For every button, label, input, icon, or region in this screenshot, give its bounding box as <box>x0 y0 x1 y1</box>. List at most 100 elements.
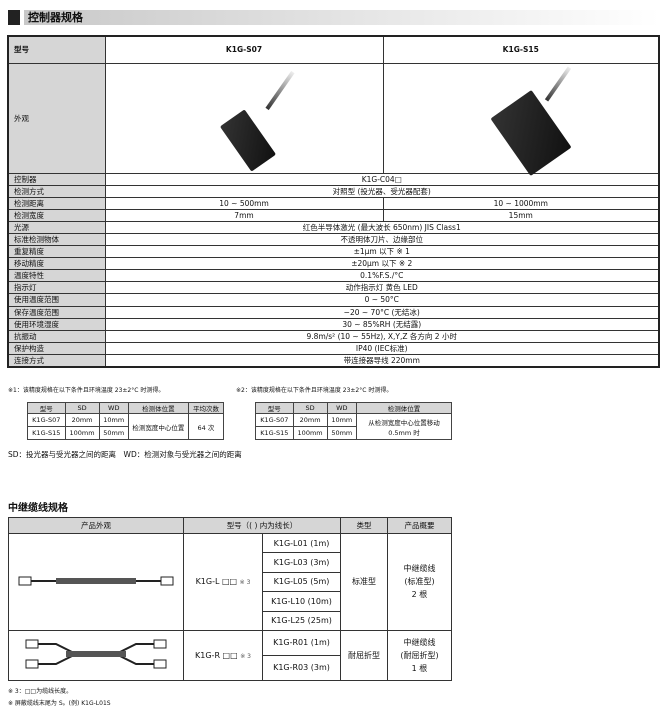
spec-row: 保存温度范围−20 ~ 70°C (无结冰) <box>7 305 660 319</box>
spec-value: 对照型 (投光器、受光器配套) <box>104 184 660 198</box>
spec-label: 使用温度范围 <box>7 293 106 307</box>
cable-base-model: K1G-L □□ ※ 3 <box>183 533 263 631</box>
spec-label: 检测方式 <box>7 184 106 198</box>
s07-image <box>104 62 384 174</box>
appearance-label: 外观 <box>7 62 106 174</box>
model-s07: K1G-S07 <box>104 35 384 64</box>
summary-line: (标准型) <box>404 577 435 587</box>
section-header-controller: 控制器规格 <box>8 10 660 25</box>
cell: 50mm <box>326 426 358 440</box>
spec-value: 0.1%F.S./°C <box>104 269 660 283</box>
sd-wd-definition: SD：投光器与受光器之间的距离 WD：检测对象与受光器之间的距离 <box>8 450 242 459</box>
cable-header-row: 产品外观 型号（( ) 内为线长） 类型 产品概要 <box>8 517 452 534</box>
cable-model: K1G-L25 (25m) <box>262 610 341 631</box>
note-1: ※1：该精度规格在以下条件且环境温度 23±2°C 时测得。 <box>8 387 165 394</box>
th: 型号 <box>255 402 294 414</box>
spec-label: 指示灯 <box>7 281 106 295</box>
spec-value-s15: 10 ~ 1000mm <box>382 196 660 210</box>
note-2: ※2：该精度规格在以下条件且环境温度 23±2°C 时测得。 <box>236 387 393 394</box>
spec-value-s07: 7mm <box>104 208 384 222</box>
spec-label: 检测距离 <box>7 196 106 210</box>
cable-model: K1G-L01 (1m) <box>262 532 341 554</box>
spec-label: 使用环境湿度 <box>7 317 106 331</box>
th-appearance: 产品外观 <box>8 517 184 534</box>
cable-row: K1G-L25 (25m) <box>9 610 452 631</box>
cell: K1G-S07 <box>255 413 294 427</box>
cable-model: K1G-L03 (3m) <box>262 552 341 573</box>
th: SD <box>292 402 328 414</box>
spec-value: ±1μm 以下 ※ 1 <box>104 245 660 259</box>
spec-row: 重复精度±1μm 以下 ※ 1 <box>7 245 660 259</box>
cable-type: 耐屈折型 <box>340 629 388 681</box>
cable-summary: 中继缆线 (标准型) 2 根 <box>387 533 452 631</box>
spec-row: 标准检测物体不透明体刀片、边缘部位 <box>7 232 660 247</box>
th-type: 类型 <box>340 517 388 534</box>
cable-model: K1G-L05 (5m) <box>262 571 341 593</box>
spec-value: 9.8m/s² (10 ~ 55Hz), X,Y,Z 各方向 2 小时 <box>104 329 660 343</box>
spec-value: 30 ~ 85%RH (无结露) <box>104 317 660 331</box>
footnote-3: ※ 3：□□为缆线长度。 <box>8 688 73 695</box>
summary-line: 1 根 <box>411 663 428 673</box>
section-title: 控制器规格 <box>24 10 660 25</box>
cable-image-cell <box>8 533 184 631</box>
th: WD <box>98 402 129 414</box>
spec-label: 重复精度 <box>7 245 106 259</box>
summary-line: 中继缆线 <box>403 637 436 647</box>
appearance-row: 外观 <box>7 62 660 177</box>
cell: 64 次 <box>187 413 225 440</box>
spec-label: 检测宽度 <box>7 208 106 222</box>
spec-label: 抗振动 <box>7 329 106 343</box>
cell: 20mm <box>292 413 328 427</box>
base-model: K1G-L □□ <box>195 577 238 587</box>
cell: 从检测宽度中心位置移动 0.5mm 时 <box>356 413 452 440</box>
cable-model: K1G-L10 (10m) <box>262 591 341 612</box>
cell: 50mm <box>98 426 129 440</box>
spec-label: 保存温度范围 <box>7 305 106 319</box>
spec-label: 连接方式 <box>7 353 106 368</box>
spec-value: 带连接器导线 220mm <box>104 353 660 368</box>
spec-value: 动作指示灯 黄色 LED <box>104 281 660 295</box>
base-model: K1G-R □□ <box>195 650 238 660</box>
spec-value: 红色半导体激光 (最大波长 650nm) JIS Class1 <box>104 220 660 234</box>
cell: 100mm <box>292 426 328 440</box>
cell: 20mm <box>64 413 100 427</box>
cell: K1G-S15 <box>27 426 66 440</box>
summary-line: (耐屈折型) <box>400 650 439 660</box>
table-header-row: 型号 K1G-S07 K1G-S15 <box>7 35 660 64</box>
cell: 10mm <box>98 413 129 427</box>
cable-model: K1G-R01 (1m) <box>262 629 341 656</box>
spec-row: 检测方式对照型 (投光器、受光器配套) <box>7 184 660 198</box>
note-mark: ※ 3 <box>239 579 251 587</box>
spec-label: 光源 <box>7 220 106 234</box>
spec-value-s15: 15mm <box>382 208 660 222</box>
summary-line: 2 根 <box>411 590 428 600</box>
spec-value: K1G-C04□ <box>104 172 660 186</box>
cable-type: 标准型 <box>340 533 388 631</box>
model-s15: K1G-S15 <box>382 35 660 64</box>
spec-value: −20 ~ 70°C (无结冰) <box>104 305 660 319</box>
cell: 10mm <box>326 413 358 427</box>
spec-label: 移动精度 <box>7 257 106 271</box>
spec-row: 指示灯动作指示灯 黄色 LED <box>7 281 660 295</box>
spec-label: 控制器 <box>7 172 106 186</box>
th: 型号 <box>27 402 66 414</box>
cable-image-cell <box>8 629 184 681</box>
spec-value-s07: 10 ~ 500mm <box>104 196 384 210</box>
s15-image <box>382 62 660 177</box>
summary-line: 中继缆线 <box>403 564 436 574</box>
cell: K1G-S15 <box>255 426 294 440</box>
spec-value: IP40 (IEC标准) <box>104 341 660 355</box>
